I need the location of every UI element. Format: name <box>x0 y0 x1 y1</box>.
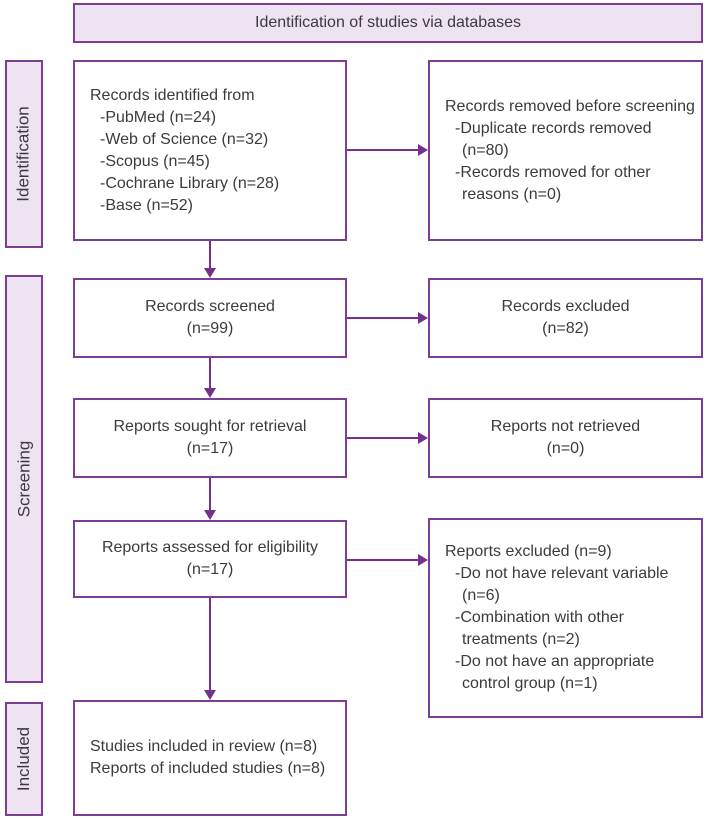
box-line: (n=82) <box>542 320 589 337</box>
box-line: Records removed before screening <box>445 97 695 115</box>
arrow-right-icon <box>347 432 428 444</box>
stage-identification: Identification <box>5 60 43 248</box>
box-line: Records excluded <box>501 298 630 315</box>
header-banner: Identification of studies via databases <box>73 3 703 43</box>
box-line: (n=6) <box>462 587 500 604</box>
arrow-down-icon <box>204 358 216 398</box>
box-line: -Combination with other <box>455 609 624 626</box>
box-line: treatments (n=2) <box>462 631 580 648</box>
box-line: -Base (n=52) <box>100 196 193 214</box>
box-line: -Do not have an appropriate <box>455 653 655 670</box>
box-line: Reports not retrieved <box>490 418 641 435</box>
box-line: Reports sought for retrieval <box>113 418 307 435</box>
arrow-right-icon <box>347 554 428 566</box>
box-line: Records screened <box>145 298 275 315</box>
box-line: reasons (n=0) <box>462 185 562 203</box>
box-line: (n=17) <box>186 561 234 578</box>
box-line: Records identified from <box>90 86 255 104</box>
box-line: (n=17) <box>186 440 234 457</box>
box-line: (n=0) <box>546 440 585 457</box>
box-line: control group (n=1) <box>462 675 598 692</box>
box-line: (n=80) <box>462 141 509 159</box>
box-line: -Web of Science (n=32) <box>100 130 269 148</box>
box-line: Studies included in review (n=8) <box>90 738 318 755</box>
arrow-right-icon <box>347 144 428 156</box>
box-line: Reports of included studies (n=8) <box>90 760 326 777</box>
box-line: -Scopus (n=45) <box>100 152 210 170</box>
box-line: -Records removed for other <box>455 163 651 181</box>
box-line: (n=99) <box>186 320 234 337</box>
stage-identification-label: Identification <box>14 106 34 202</box>
stage-screening: Screening <box>5 275 43 683</box>
records-excluded-box: Records excluded (n=82) <box>428 278 703 358</box>
box-line: Reports excluded (n=9) <box>445 543 612 560</box>
records-screened-box: Records screened (n=99) <box>73 278 347 358</box>
box-line: -Cochrane Library (n=28) <box>100 174 280 192</box>
arrow-down-icon <box>204 598 216 700</box>
reports-not-retrieved-box: Reports not retrieved (n=0) <box>428 398 703 478</box>
reports-excluded-box: Reports excluded (n=9) -Do not have rele… <box>428 518 703 718</box>
box-line: Reports assessed for eligibility <box>101 539 319 556</box>
arrow-right-icon <box>347 312 428 324</box>
header-label: Identification of studies via databases <box>255 14 521 31</box>
arrow-down-icon <box>204 478 216 520</box>
stage-included-label: Included <box>14 726 33 792</box>
reports-sought-box: Reports sought for retrieval (n=17) <box>73 398 347 478</box>
stage-screening-label: Screening <box>14 440 33 518</box>
box-line: -PubMed (n=24) <box>100 108 217 126</box>
records-identified-box: Records identified from -PubMed (n=24) -… <box>73 60 347 241</box>
reports-assessed-box: Reports assessed for eligibility (n=17) <box>73 520 347 598</box>
stage-included: Included <box>5 702 43 816</box>
arrow-down-icon <box>204 241 216 278</box>
studies-included-box: Studies included in review (n=8) Reports… <box>73 700 347 816</box>
box-line: -Duplicate records removed <box>455 119 652 137</box>
records-removed-box: Records removed before screening -Duplic… <box>428 60 703 241</box>
box-line: -Do not have relevant variable <box>455 565 669 582</box>
